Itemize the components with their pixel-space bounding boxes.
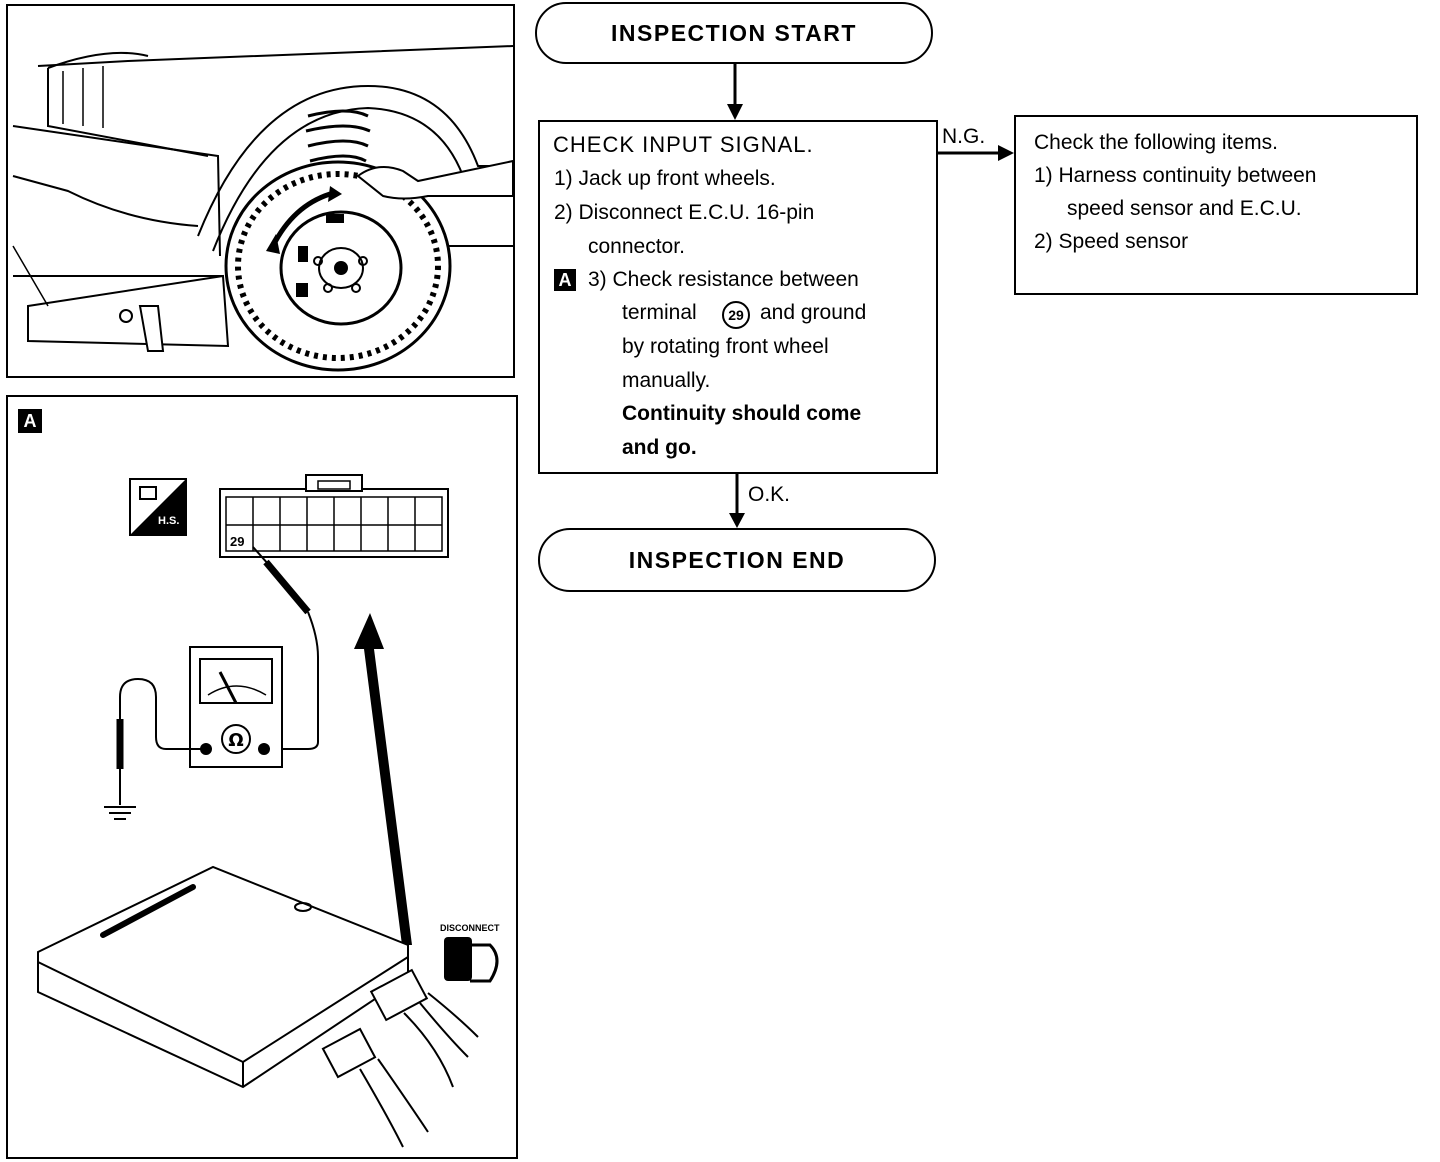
ok-label: O.K. — [748, 483, 791, 506]
check-step-3-ground-text: and ground — [760, 301, 867, 324]
ohmmeter: Ω — [189, 646, 283, 768]
figure-a-diagram: Ω — [37, 474, 499, 1148]
wheel-illustration-panel — [6, 4, 515, 378]
wheel-illustration — [12, 45, 514, 372]
terminal-29-circle: 29 — [722, 301, 750, 329]
check-step-1: 1) Jack up front wheels. — [554, 167, 776, 190]
direction-arrow — [354, 613, 412, 945]
hs-label: H.S. — [158, 515, 180, 527]
ng-item-2: 2) Speed sensor — [1034, 230, 1189, 253]
ng-label: N.G. — [942, 125, 986, 148]
connector-pin-29-label: 29 — [230, 534, 245, 549]
ng-item-1: 1) Harness continuity between — [1034, 164, 1317, 187]
ecu-unit — [37, 865, 479, 1148]
inspection-end: INSPECTION END — [538, 528, 936, 592]
ng-title: Check the following items. — [1034, 131, 1278, 154]
check-step-3-terminal-text: terminal — [622, 301, 697, 324]
figure-a-panel: A — [6, 395, 518, 1159]
check-step-3-line4: manually. — [622, 369, 711, 392]
continuity-note-line1: Continuity should come — [622, 402, 862, 425]
ground-symbol — [104, 806, 136, 820]
check-step-2: 2) Disconnect E.C.U. 16-pin — [554, 201, 815, 224]
continuity-note-line2: and go. — [622, 436, 697, 459]
ng-item-1-cont: speed sensor and E.C.U. — [1067, 197, 1302, 220]
svg-text:Ω: Ω — [228, 730, 243, 751]
inspection-start: INSPECTION START — [535, 2, 933, 64]
check-title: CHECK INPUT SIGNAL. — [553, 132, 814, 157]
harness-side-icon — [129, 478, 187, 536]
check-input-signal-box: CHECK INPUT SIGNAL. 1) Jack up front whe… — [538, 120, 938, 474]
ecu-connector-16pin — [219, 474, 449, 558]
step-3-figure-badge: A — [554, 269, 576, 291]
disconnect-icon — [444, 937, 499, 983]
check-step-2-cont: connector. — [588, 235, 685, 258]
disconnect-label: DISCONNECT — [440, 923, 500, 933]
check-step-3-line3: by rotating front wheel — [622, 335, 829, 358]
check-step-3: 3) Check resistance between — [588, 268, 859, 291]
figure-a-label: A — [18, 409, 42, 433]
ng-check-items-box: Check the following items. 1) Harness co… — [1014, 115, 1418, 295]
